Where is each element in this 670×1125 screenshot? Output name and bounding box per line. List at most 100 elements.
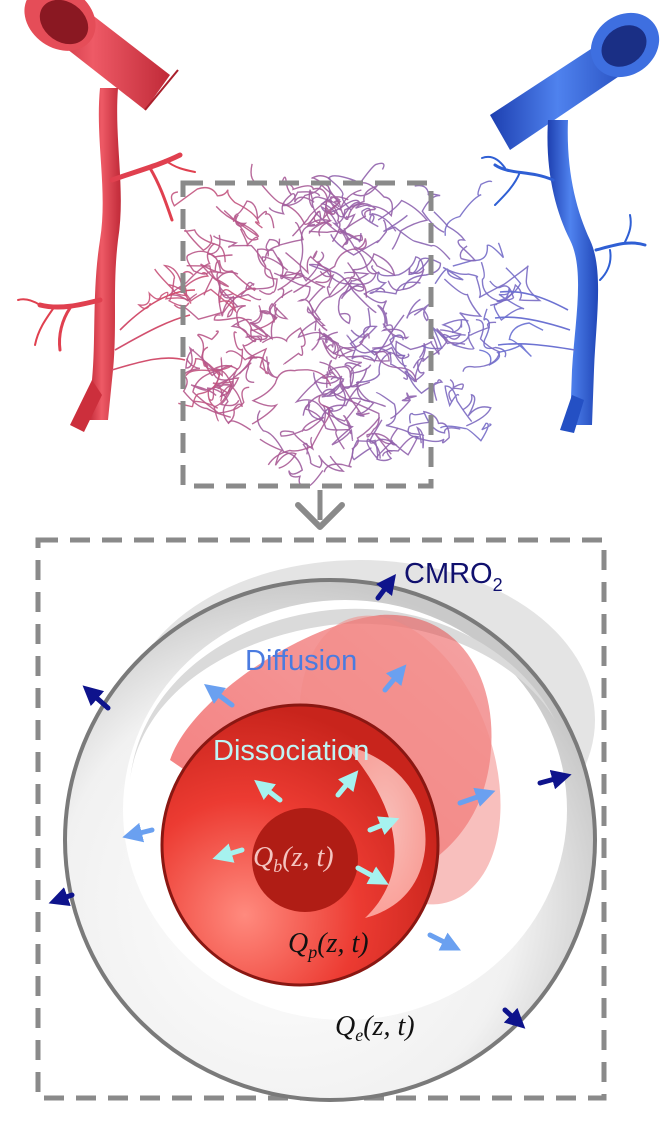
capillary-segment (311, 327, 345, 360)
capillary-segment (497, 343, 576, 351)
vein-illustration (481, 12, 660, 433)
capillary-segment (223, 209, 259, 247)
capillary-segment (190, 384, 252, 431)
capillary-segment (281, 176, 332, 237)
qp-label: Qp(z, t) (288, 928, 369, 962)
capillary-segment (297, 319, 334, 350)
capillary-segment (216, 368, 240, 407)
capillary-segment (170, 186, 263, 229)
capillary-segment (245, 305, 268, 343)
capillary-segment (377, 199, 429, 250)
diffusion-arrows (122, 664, 496, 951)
capillary-segment (302, 384, 362, 421)
capillary-segment (240, 248, 275, 296)
capillary-segment (494, 316, 571, 331)
capillary-segment (355, 351, 425, 384)
capillary-segment (282, 182, 323, 207)
capillary-segment (383, 214, 451, 260)
artery-illustration (17, 0, 196, 432)
capillary-segment (499, 290, 569, 311)
capillary-segment (302, 442, 345, 472)
dissociation-arrow (254, 779, 283, 803)
capillary-segment (279, 416, 325, 451)
capillary-segment (355, 381, 386, 417)
chevron-down-icon (295, 490, 345, 530)
capillary-segment (441, 319, 469, 334)
capillary-segment (277, 257, 301, 299)
capillary-segment (355, 182, 394, 218)
capillary-segment (182, 358, 231, 418)
dissociation-arrows (212, 770, 400, 885)
capillary-segment (316, 335, 356, 359)
capillary-segment (313, 346, 363, 384)
capillary-segment (291, 199, 341, 237)
capillary-segment (389, 334, 444, 401)
capillary-segment (261, 327, 306, 365)
capillary-segment (317, 181, 349, 203)
capillary-segment (448, 379, 464, 403)
capillary-segment (308, 230, 364, 248)
capillary-segment (285, 250, 332, 284)
capillary-segment (219, 283, 262, 308)
capillary-segment (225, 347, 269, 375)
capillary-segment (407, 410, 450, 444)
capillary-segment (319, 361, 370, 417)
capillary-segment (293, 238, 367, 294)
cmro2-arrows (48, 574, 572, 1029)
zoom-region-box (180, 180, 434, 489)
capillary-segment (236, 323, 258, 375)
capillary-segment (168, 242, 215, 302)
capillary-segment (390, 392, 417, 420)
cmro2-arrow (82, 685, 111, 711)
capillary-network (111, 162, 576, 488)
capillary-segment (320, 199, 362, 243)
capillary-segment (330, 390, 394, 455)
diffusion-arrow (457, 787, 496, 807)
capillary-segment (346, 246, 396, 292)
capillary-segment (406, 298, 430, 322)
capillary-segment (433, 211, 477, 262)
cmro2-arrow (375, 574, 396, 601)
capillary-segment (340, 271, 371, 300)
capillary-segment (212, 235, 278, 295)
capillary-segment (306, 210, 333, 234)
capillary-segment (186, 250, 233, 281)
capillary-segment (304, 392, 352, 435)
capillary-segment (361, 207, 397, 232)
capillary-segment (319, 359, 339, 388)
dissociation-label: Dissociation (213, 735, 369, 767)
cmro2-label: CMRO2 (404, 558, 503, 595)
capillary-segment (234, 200, 275, 229)
dissociation-arrow (355, 865, 389, 885)
capillary-segment (375, 391, 425, 449)
capillary-segment (369, 419, 399, 446)
capillary-segment (395, 333, 440, 360)
diffusion-arrow (382, 664, 407, 693)
capillary-segment (414, 184, 445, 233)
cmro2-arrow (537, 769, 572, 790)
capillary-segment (114, 314, 191, 351)
capillary-segment (261, 238, 289, 271)
dissociation-arrow (335, 770, 359, 798)
capillary-segment (434, 266, 482, 298)
qb-label: Qb(z, t) (253, 842, 334, 876)
capillary-segment (119, 289, 196, 331)
capillary-segment (197, 330, 233, 377)
capillary-segment (179, 260, 257, 320)
capillary-segment (444, 180, 493, 236)
capillary-segment (408, 412, 461, 434)
diffusion-arrow (204, 684, 235, 708)
diffusion-label: Diffusion (245, 645, 357, 677)
capillary-segment (402, 257, 442, 291)
capillary-segment (245, 356, 278, 384)
capillary-segment (346, 350, 417, 382)
capillary-segment (483, 308, 507, 358)
cmro2-arrow (502, 1007, 526, 1029)
capillary-segment (444, 385, 473, 423)
capillary-segment (299, 223, 325, 282)
capillary-segment (330, 219, 388, 256)
capillary-segment (184, 229, 226, 263)
capillary-segment (327, 162, 385, 211)
capillary-segment (306, 262, 356, 321)
